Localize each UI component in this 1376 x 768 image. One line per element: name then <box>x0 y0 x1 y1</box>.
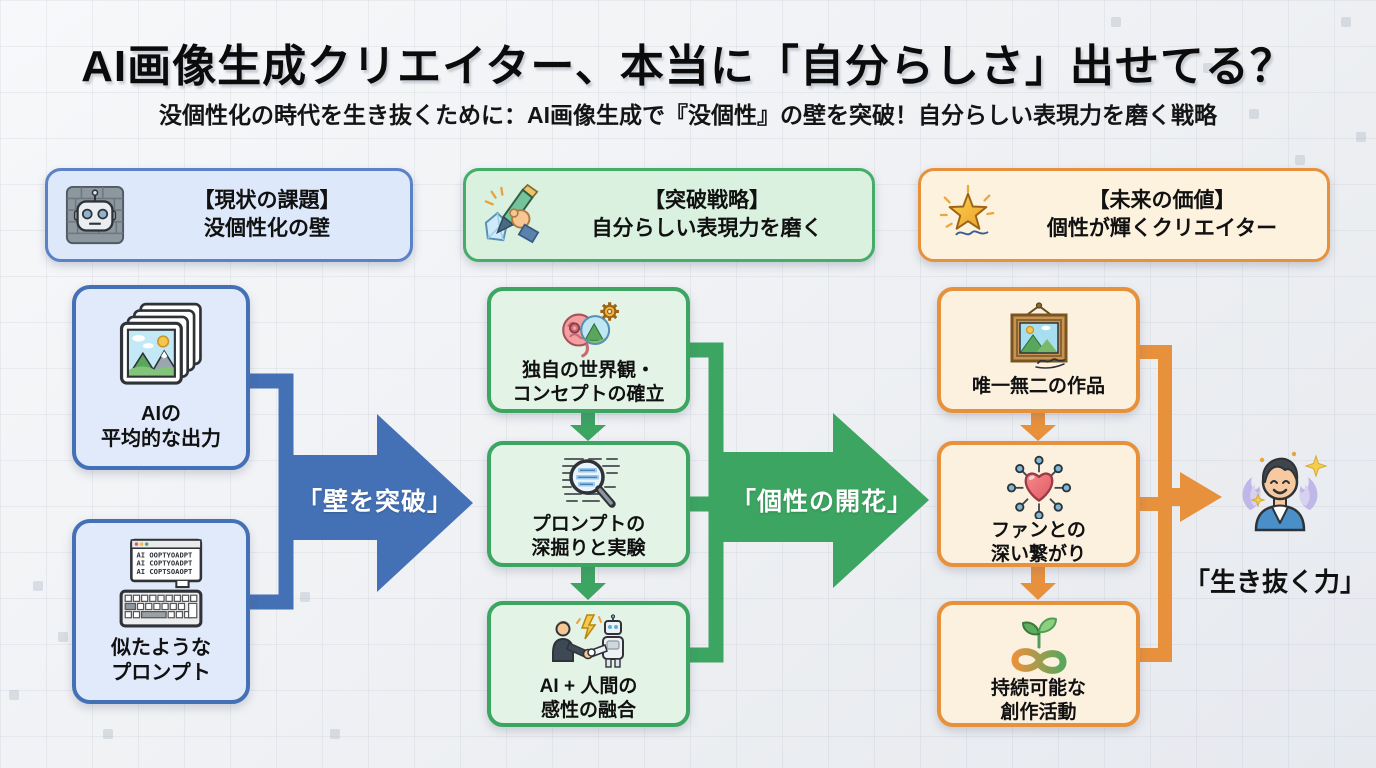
card-one-of-a-kind-works-label: 唯一無二の作品 <box>971 376 1105 398</box>
header-breakthrough-strategy: 【突破戦略】 自分らしい表現力を磨く <box>463 168 875 262</box>
robot-wall-icon <box>64 184 126 246</box>
magnifier-text-icon <box>557 445 621 513</box>
card-ai-human-fusion-label: AI + 人間の 感性の融合 <box>539 676 638 721</box>
blossom-arrow-label: 「個性の開花」 <box>730 488 913 516</box>
card-prompt-experimentation: プロンプトの 深掘りと実験 <box>487 441 690 567</box>
photo-stack-icon <box>113 289 209 402</box>
keyboard-prompt-icon: AI OOPTYOADPT AI COPTYOADPT AI COPTSOAOP… <box>115 523 207 636</box>
card-ai-human-fusion: AI + 人間の 感性の融合 <box>487 601 690 727</box>
card-ai-average-output-label: AIの 平均的な出力 <box>101 403 221 450</box>
header-current-problem-text: 【現状の課題】 没個性化の壁 <box>193 189 341 240</box>
card-sustainable-creation-label: 持続可能な 創作活動 <box>990 678 1086 723</box>
person-glow-icon <box>1232 442 1328 546</box>
card-prompt-experimentation-label: プロンプトの 深掘りと実験 <box>531 514 646 559</box>
svg-text:AI OOPTYOADPT: AI OOPTYOADPT <box>136 550 192 559</box>
card-sustainable-creation: 持続可能な 創作活動 <box>937 601 1140 727</box>
card-fan-connection: ファンとの 深い繋がり <box>937 441 1140 567</box>
header-future-value-text: 【未来の価値】 個性が輝くクリエイター <box>1046 189 1278 240</box>
header-current-problem: 【現状の課題】 没個性化の壁 <box>45 168 413 262</box>
card-unique-worldview-label: 独自の世界観・ コンセプトの確立 <box>512 360 665 405</box>
handshake-ai-icon <box>547 605 631 675</box>
shining-star-icon <box>937 184 999 246</box>
infinity-sprout-icon <box>1000 605 1078 677</box>
heart-network-icon <box>1004 445 1074 519</box>
svg-text:AI COPTYOADPT: AI COPTYOADPT <box>136 558 192 567</box>
page-title: AI画像生成クリエイター、本当に「自分らしさ」出せてる？ <box>81 42 1295 91</box>
card-ai-average-output: AIの 平均的な出力 <box>72 285 250 470</box>
framed-art-icon <box>1000 291 1078 375</box>
survive-power-label: 「生き抜く力」 <box>1183 567 1366 597</box>
card-one-of-a-kind-works: 唯一無二の作品 <box>937 287 1140 413</box>
brain-gear-icon <box>556 291 622 359</box>
card-similar-prompts: AI OOPTYOADPT AI COPTYOADPT AI COPTSOAOP… <box>72 519 250 704</box>
breakthrough-arrow-label: 「壁を突破」 <box>296 488 453 516</box>
card-unique-worldview: 独自の世界観・ コンセプトの確立 <box>487 287 690 413</box>
card-fan-connection-label: ファンとの 深い繋がり <box>990 520 1086 565</box>
header-future-value: 【未来の価値】 個性が輝くクリエイター <box>918 168 1330 262</box>
page-subtitle: 没個性化の時代を生き抜くために：AI画像生成で『没個性』の壁を突破！自分らしい表… <box>159 102 1217 128</box>
pen-hand-icon <box>482 183 544 246</box>
card-similar-prompts-label: 似たような プロンプト <box>111 637 211 684</box>
svg-text:AI COPTSOAOPT: AI COPTSOAOPT <box>136 566 192 575</box>
header-breakthrough-strategy-text: 【突破戦略】 自分らしい表現力を磨く <box>591 189 823 240</box>
